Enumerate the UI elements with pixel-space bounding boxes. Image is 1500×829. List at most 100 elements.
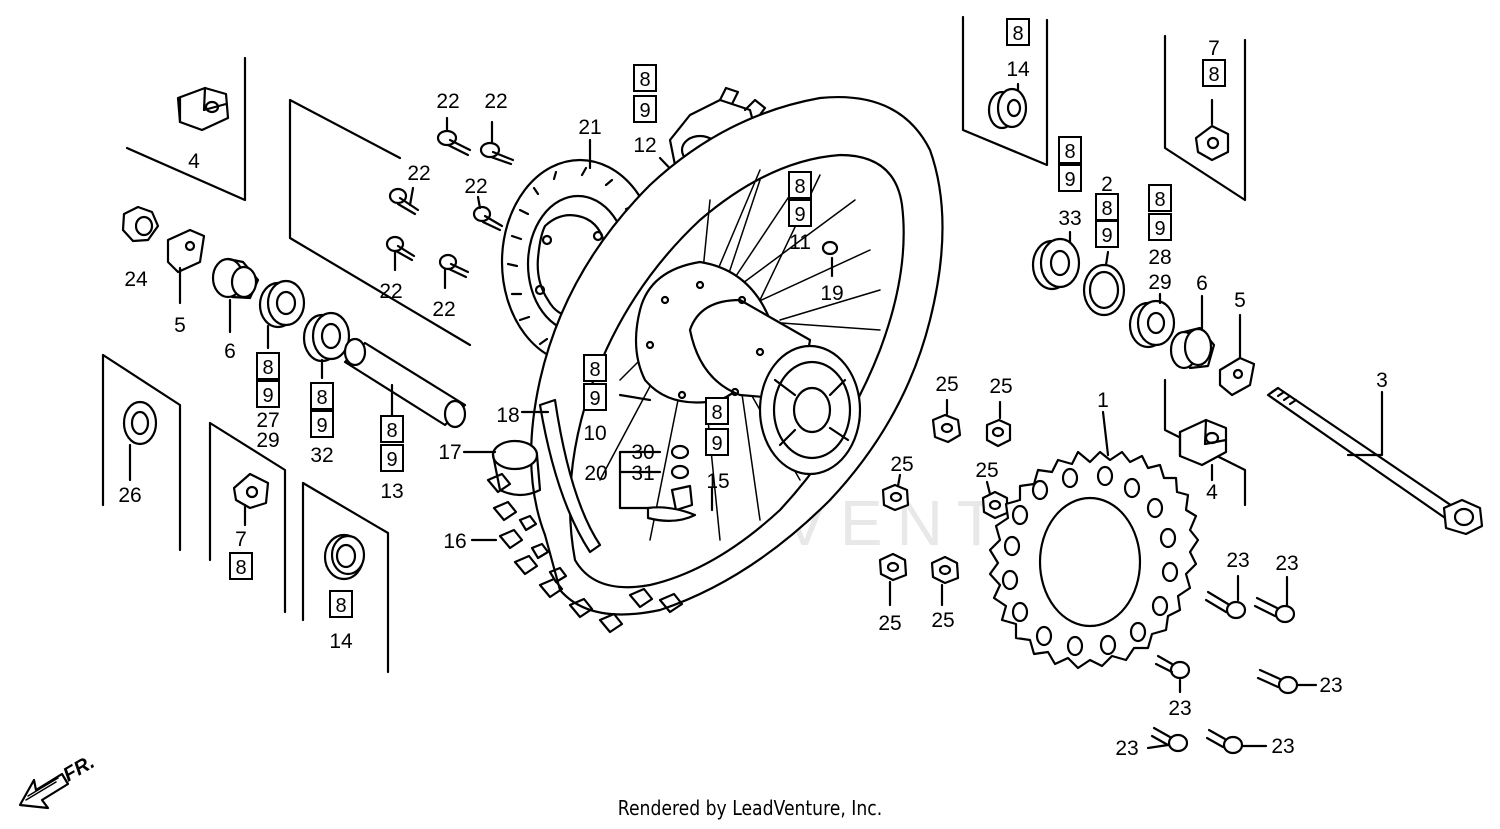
callout-number: 12: [633, 134, 656, 157]
callout-box: [1006, 18, 1030, 46]
callout-number: 25: [890, 453, 913, 476]
callout-boxed-number: 9: [589, 388, 600, 410]
callout-number: 4: [188, 150, 200, 173]
distance-collar: [343, 337, 467, 429]
callout-boxed-number: 8: [335, 595, 346, 617]
callout-number: 22: [436, 90, 459, 113]
sprocket-nut-6: [930, 555, 960, 585]
callout-box: [633, 64, 657, 92]
callout-number: 4: [1206, 481, 1218, 504]
callout-boxed-number: 9: [386, 449, 397, 471]
radial-ball-bearing-left: [258, 279, 306, 329]
panel-lines-seal-14-right: [961, 15, 1049, 167]
callout-number: 18: [496, 404, 519, 427]
sprocket-bolt-5: [1150, 726, 1189, 753]
callout-number: 27: [256, 409, 279, 432]
disc-bolt-6: [438, 253, 470, 279]
panel-lines-axle-sleeve: [288, 98, 472, 347]
collar-right: [1194, 124, 1230, 162]
axle-nut: [121, 205, 160, 243]
oil-seal-left: [323, 533, 366, 581]
disc-bolt-5: [385, 235, 416, 262]
valve-stem: [646, 484, 697, 522]
chain-adjuster-plate-right: [1218, 356, 1256, 397]
sprocket-bolt-6: [1205, 728, 1244, 755]
side-collar-left: [211, 257, 260, 300]
callout-number: 22: [407, 162, 430, 185]
callout-box: [1058, 164, 1082, 192]
callout-box: [705, 397, 729, 425]
callout-number: 14: [1006, 58, 1030, 81]
axle-adjuster-block-right: [1178, 418, 1228, 467]
callout-boxed-number: 8: [639, 69, 650, 91]
callout-number: 6: [224, 340, 236, 363]
spoke-nipple: [821, 240, 839, 256]
callout-boxed-number: 8: [1208, 64, 1219, 86]
callout-number: 17: [438, 441, 461, 464]
callout-number: 10: [583, 422, 606, 445]
sprocket-nut-1: [931, 413, 962, 444]
rear-wheel-hub: [634, 260, 862, 476]
callout-number: 32: [310, 444, 333, 467]
callout-number: 2: [1101, 173, 1113, 196]
callout-box: [380, 444, 404, 472]
callout-number: 26: [118, 484, 141, 507]
callout-number: 5: [174, 314, 186, 337]
callout-number: 19: [820, 282, 843, 305]
callout-number: 22: [379, 280, 402, 303]
callout-box: [229, 552, 253, 580]
callout-box: [256, 380, 280, 408]
callout-boxed-number: 8: [235, 557, 246, 579]
callout-number: 24: [124, 268, 148, 291]
callout-number: 20: [584, 462, 607, 485]
callout-boxed-number: 9: [1064, 169, 1075, 191]
radial-ball-bearing-right: [1031, 237, 1081, 291]
driven-sprocket: [988, 450, 1200, 670]
callout-boxed-number: 8: [1154, 189, 1165, 211]
callout-number: 22: [464, 175, 487, 198]
panel-lines-collar: [208, 421, 287, 614]
front-direction-arrow: [18, 772, 70, 810]
callout-number: 31: [631, 462, 654, 485]
callout-number: 7: [1208, 37, 1220, 60]
callout-boxed-number: 8: [1012, 23, 1023, 45]
callout-boxed-number: 8: [386, 420, 397, 442]
callout-boxed-number: 9: [1154, 218, 1165, 240]
callout-box: [329, 590, 353, 618]
callout-boxed-number: 9: [262, 385, 273, 407]
callout-box: [310, 382, 334, 410]
internal-circlip: [1082, 263, 1126, 317]
callout-boxed-number: 9: [794, 204, 805, 226]
callout-number: 23: [1319, 674, 1342, 697]
callout-boxed-number: 8: [262, 357, 273, 379]
callout-number: 23: [1275, 552, 1298, 575]
sprocket-bolt-2: [1253, 596, 1296, 624]
panel-lines-left-top: [125, 56, 247, 202]
disc-bolt-2: [479, 141, 515, 166]
chain-adjuster-plate-left: [166, 228, 206, 274]
callout-number: 25: [935, 373, 958, 396]
callout-boxed-number: 8: [1101, 198, 1112, 220]
tire-tread-knobs: [486, 472, 684, 634]
valve-washer: [670, 464, 690, 480]
radial-ball-bearing-center: [302, 311, 351, 363]
rim-band: [538, 398, 602, 554]
callout-boxed-number: 8: [711, 402, 722, 424]
callout-box: [256, 352, 280, 380]
callout-number: 7: [235, 528, 247, 551]
sprocket-nut-2: [985, 418, 1012, 448]
sprocket-nut-4: [981, 490, 1009, 520]
callout-box: [310, 410, 334, 438]
panel-lines-seal-14: [301, 481, 390, 674]
panel-lines-dust-seal: [101, 353, 182, 552]
callout-number: 21: [578, 116, 601, 139]
callout-number: 30: [631, 441, 654, 464]
sprocket-bolt-1: [1204, 590, 1247, 620]
side-collar-right: [1169, 326, 1216, 370]
callout-number: 6: [1196, 272, 1208, 295]
callout-number: 25: [931, 609, 954, 632]
callout-box: [1148, 184, 1172, 212]
sprocket-nut-5: [878, 552, 908, 582]
callout-number: 15: [706, 470, 729, 493]
callout-number: 23: [1115, 737, 1138, 760]
